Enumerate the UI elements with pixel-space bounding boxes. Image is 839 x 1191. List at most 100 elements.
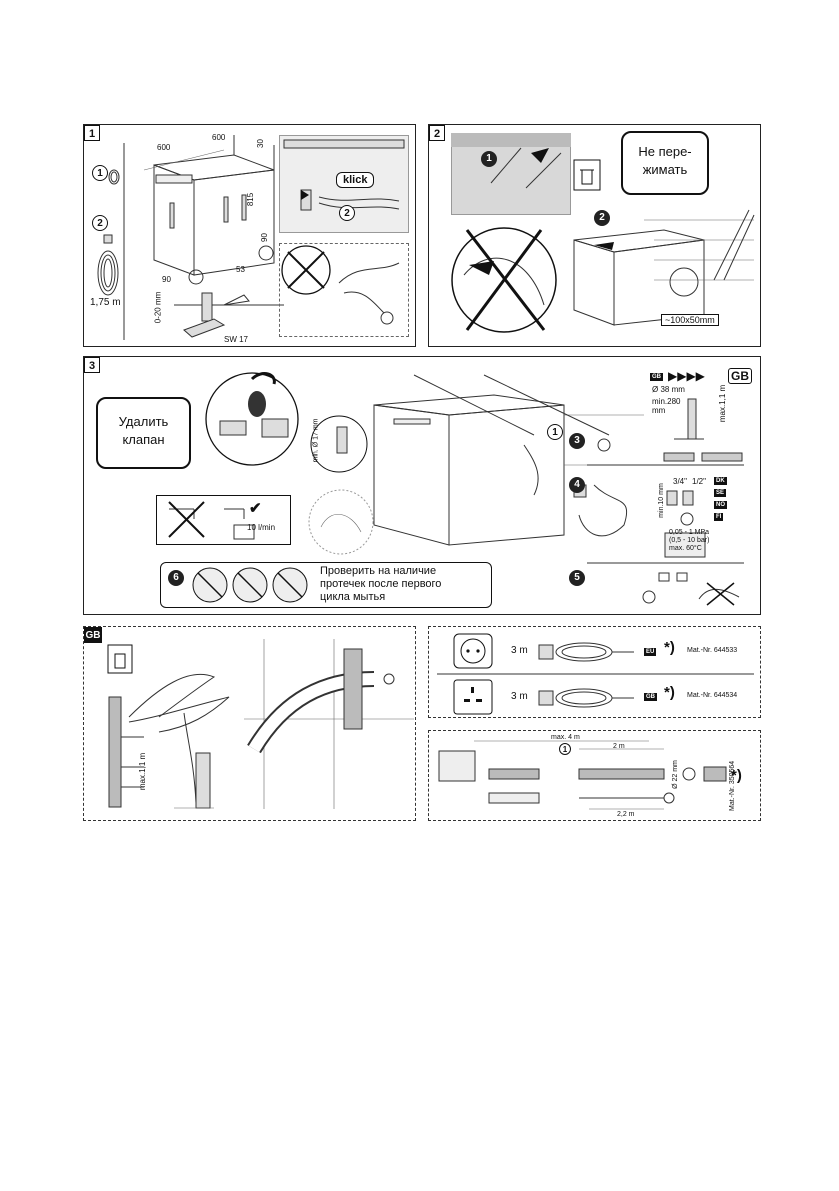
hose-callout-1: 1 [559, 743, 571, 755]
hand-tighten-detail [308, 489, 374, 555]
hose-connection-drawing [283, 139, 405, 211]
kitchen-installation-drawing [373, 374, 644, 546]
tap-flow-icon [224, 508, 255, 540]
cable-length-label: 1,75 m [90, 297, 121, 308]
thread-1-2: 1/2" [692, 477, 706, 486]
flow-rate: 10 l/min [247, 523, 276, 532]
eu-asterisk: *) [664, 639, 675, 656]
no-tools-icons [192, 567, 308, 603]
hose-diameter: Ø 22 mm [671, 760, 679, 789]
panel-gb-label: GB [84, 627, 102, 643]
drain-hose-detail [174, 712, 214, 809]
foot-dim: 53 [236, 265, 245, 274]
hose-material-number: Mat.-Nr. 350564 [729, 760, 736, 811]
width-dim: 600 [157, 143, 171, 152]
flow-box [156, 495, 291, 545]
gb-asterisk: *) [664, 684, 675, 701]
gb-big-flag: GB [728, 368, 752, 384]
eu-flag: EU [644, 648, 657, 656]
power-cable-icon [97, 234, 119, 296]
no-kink-icon [451, 227, 557, 333]
tap-connector-drawing [664, 490, 706, 558]
eu-cable-icon [538, 642, 634, 662]
step-5-marker: 5 [569, 570, 585, 586]
klick-bubble: klick [336, 172, 375, 188]
check-leaks-text: Проверить на наличие протечек после перв… [320, 565, 442, 603]
gb-material-number: Mat.-Nr. 644534 [687, 692, 738, 699]
hose-extension-drawing [438, 740, 727, 810]
no-kink-box [621, 131, 709, 195]
dishwasher-drawing [143, 135, 275, 285]
opening-size: ~100x50mm [661, 314, 719, 326]
recycle-bin-icon [107, 644, 133, 674]
step-3-marker: 3 [569, 433, 585, 449]
checkmark-icon: ✔ [249, 500, 262, 517]
panel-gb-drain: GB max.1,1 m [83, 626, 416, 821]
drain-pipe-drawing [663, 398, 743, 462]
drain-min-height: min.280 mm [652, 397, 681, 415]
klick-callout: 2 [339, 205, 355, 221]
pipe-clip-drawing [244, 639, 414, 809]
max-length: max. 4 m [551, 734, 580, 741]
panel-number: 2 [429, 125, 445, 141]
foot-adjust-detail [174, 292, 284, 338]
gb-cable-icon [538, 688, 634, 708]
section-dividers [587, 464, 744, 564]
panel-number: 1 [84, 125, 100, 141]
arrow-chevrons: ▶▶▶▶ [668, 369, 705, 383]
gb-small-flag: GB [650, 373, 663, 381]
eu-socket-icon [453, 633, 493, 669]
hose-length-2m: 2 m [613, 743, 625, 750]
gb-socket-icon [453, 679, 493, 715]
height-dim: 815 [246, 192, 256, 207]
check-leaks-box [160, 562, 492, 608]
pressure-spec: 0,05 - 1 MPa (0,5 - 10 bar) max. 60°C [669, 529, 710, 552]
eu-material-number: Mat.-Nr. 644533 [687, 647, 738, 654]
top-dim: 30 [255, 139, 265, 148]
step-1-marker: 1 [481, 151, 497, 167]
callout-1-marker: 1 [547, 424, 563, 440]
step-6-marker: 6 [168, 570, 184, 586]
max-height-label: max.1,1 m [138, 752, 148, 791]
panel-1-dimensions: 1 1 2 1,75 m 600 600 30 815 90 90 53 [83, 124, 416, 347]
panel-3-connections: 3 Удалить клапан min. Ø 17 mm ✔ 10 l/min… [83, 356, 761, 615]
step-2-marker: 2 [594, 210, 610, 226]
row-divider [437, 673, 754, 675]
depth-dim: 600 [212, 133, 226, 142]
panel-hose-extension: max. 4 m 1 2 m Ø 22 mm 2,2 m *) Mat.-Nr.… [428, 730, 761, 821]
gb-flag: GB [644, 693, 657, 701]
country-flag-dk: DK [714, 477, 727, 485]
water-inlet-drawing [338, 262, 400, 325]
eu-cable-length: 3 m [511, 645, 528, 656]
dashed-detail [279, 243, 409, 337]
country-flag-se: SE [714, 489, 727, 497]
step-4-marker: 4 [569, 477, 585, 493]
panel-number: 3 [84, 357, 100, 373]
min-diameter-label: min. Ø 17 mm [312, 418, 320, 463]
gap-dim: 0-20 mm [153, 291, 163, 324]
remove-valve-box [96, 397, 191, 469]
hose-min-detail [310, 415, 368, 473]
dishwasher-slide-in-drawing [573, 209, 755, 326]
no-kink-text: Не пере- жимать [638, 144, 692, 177]
gb-cable-length: 3 m [511, 691, 528, 702]
panel-2-installation: 2 1 Не пере- жимать 2 ~100x50mm [428, 124, 761, 347]
country-flag-fi: FI [714, 513, 724, 521]
recycle-bin-icon [573, 159, 601, 191]
plinth-dim-b: 90 [162, 275, 171, 284]
valve-detail-circle [205, 372, 299, 466]
hose-asterisk: *) [731, 767, 742, 784]
remove-valve-text: Удалить клапан [118, 414, 169, 447]
no-squeeze-icon [281, 245, 331, 295]
plinth-dim-a: 90 [259, 233, 269, 242]
earth-fuse-icons [642, 572, 740, 606]
country-flag-no: NO [714, 501, 727, 509]
no-flow-icon [168, 501, 205, 538]
parts-divider [123, 143, 125, 340]
fixing-screws-drawing [451, 133, 571, 189]
drain-diameter: Ø 38 mm [652, 385, 685, 394]
part-2-marker: 2 [92, 215, 108, 231]
panel-power-cables: 3 m EU *) Mat.-Nr. 644533 3 m GB *) Mat.… [428, 626, 761, 718]
part-1-marker: 1 [92, 165, 108, 181]
wrench-size: SW 17 [224, 335, 249, 344]
